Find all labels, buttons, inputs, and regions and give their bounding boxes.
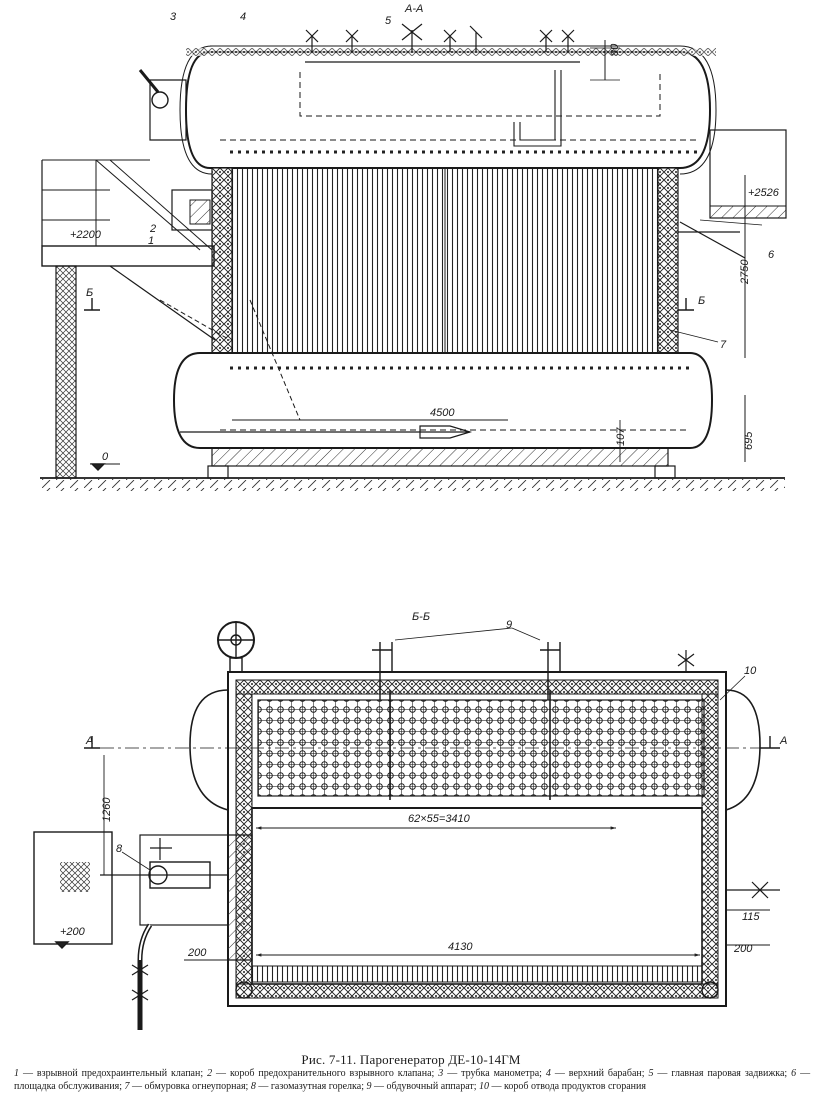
cut-a-left: А [85, 735, 93, 747]
legend-item: 3 — трубка манометра; [438, 1068, 542, 1079]
cut-a-right: А [779, 735, 787, 747]
dim-695: 695 [743, 431, 755, 450]
callout-4: 4 [240, 11, 246, 23]
callout-9: 9 [506, 619, 512, 631]
elevation-view [40, 23, 787, 491]
dim-80: 80 [609, 43, 621, 56]
legend-item: 6 — площадка обслуживания; [14, 1068, 811, 1092]
figure-legend: 1 — взрывной предохраинтельный клапан; 2… [14, 1068, 810, 1093]
callout-8: 8 [116, 843, 123, 855]
dim-4500: 4500 [430, 407, 455, 419]
legend-item: 2 — короб предохранительного взрывного к… [207, 1068, 435, 1079]
dim-4130: 4130 [448, 941, 473, 953]
callout-3: 3 [170, 11, 177, 23]
figure-caption: Рис. 7-11. Парогенератор ДЕ-10-14ГМ [301, 1052, 521, 1067]
dim-200-right: 200 [733, 943, 753, 955]
upper-drum [184, 51, 712, 169]
dim-115: 115 [742, 911, 760, 923]
legend-item: 1 — взрывной предохраинтельный клапан; [14, 1068, 204, 1079]
legend-item: 5 — главная паровая задвижка; [648, 1068, 788, 1079]
cut-b-right: Б [698, 295, 705, 307]
callout-6: 6 [768, 249, 775, 261]
section-marker-a-a: А-А [404, 3, 423, 15]
dim-plus-200: +200 [60, 926, 86, 938]
callout-1: 1 [148, 235, 154, 247]
callout-2: 2 [149, 223, 156, 235]
plan-section-view [33, 621, 780, 1030]
legend-item: 10 — короб отвода продуктов сгорания [479, 1080, 646, 1092]
callout-7: 7 [720, 339, 727, 351]
legend-item: 9 — обдувочный аппарат; [366, 1080, 477, 1092]
section-label-b-b: Б-Б [412, 611, 430, 623]
callout-5: 5 [385, 15, 392, 27]
dim-2750: 2750 [739, 259, 751, 285]
legend-item: 4 — верхний барабан; [545, 1068, 645, 1079]
level-zero: 0 [102, 451, 109, 463]
legend-item: 8 — газомазутная горелка; [250, 1080, 364, 1092]
callout-10: 10 [744, 665, 757, 677]
control-cabinet [33, 831, 113, 945]
dim-2526: +2526 [748, 187, 780, 199]
cut-b-left: Б [86, 287, 93, 299]
boiler-technical-drawing: А-А 5 3 4 2 1 6 7 80 +2526 +2200 2750 45… [33, 3, 787, 1030]
furnace-chamber [251, 807, 703, 985]
dim-1260: 1260 [101, 797, 113, 822]
drawing-labels: А-А 5 3 4 2 1 6 7 80 +2526 +2200 2750 45… [60, 3, 787, 959]
dim-62x55: 62×55=3410 [408, 813, 471, 825]
dim-200-left: 200 [187, 947, 207, 959]
dim-107: 107 [615, 427, 627, 446]
dim-2200: +2200 [70, 229, 102, 241]
legend-item: 7 — обмуровка огнеупорная; [124, 1080, 249, 1092]
